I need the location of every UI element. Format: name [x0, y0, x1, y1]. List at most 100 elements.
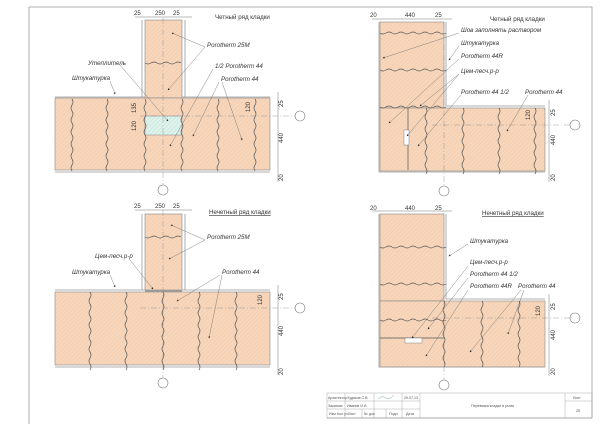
mortar-insert [403, 129, 410, 146]
detail-corner-even-row: Четный ряд кладки 20 440 25 25 440 20 12… [370, 13, 581, 197]
title-block-col: Дата [406, 412, 414, 416]
axis-marker [438, 185, 450, 197]
leader-lines [411, 243, 525, 357]
mortar-insert [404, 337, 423, 344]
axis-marker [157, 377, 169, 389]
dim-text: 120 [536, 305, 542, 316]
block-joint [105, 98, 109, 172]
callout-label: Штукатурка [72, 75, 111, 82]
callout-label: Porotherm 44R [470, 283, 512, 290]
callout-label: Porotherm 25M [207, 234, 250, 241]
dim-text: 25 [279, 100, 285, 107]
title-block-col: Кол.уч. [337, 412, 349, 416]
exterior-wall-block [379, 300, 546, 368]
callout-label: Шов заполнять раствором [461, 27, 542, 34]
axis-marker [294, 302, 306, 314]
title-block-col: № док. [364, 412, 376, 416]
dim-text: 25 [551, 109, 557, 116]
drawing-title: Перевязка кладки в узлах [471, 404, 514, 408]
callout-label: Цем-песч.р-р [95, 253, 133, 260]
block-joint [379, 318, 447, 322]
block-joints [70, 98, 257, 172]
block-joint [461, 107, 465, 175]
plaster-line [378, 214, 545, 368]
dim-text: 440 [279, 325, 285, 336]
block-joint [379, 31, 447, 35]
callout-label: Porotherm 44 1/2 [461, 89, 509, 96]
block-joint [161, 291, 165, 371]
dim-text: 120 [258, 294, 264, 305]
detail-t-junction-odd-row: Нечетный ряд кладки 25 250 25 25 440 20 … [54, 204, 306, 389]
plaster-line [378, 22, 545, 173]
dim-text: 440 [551, 329, 557, 340]
title-block-role: Архитектор [328, 396, 347, 400]
block-joints [442, 300, 521, 368]
plaster-line [55, 214, 270, 368]
callout-label: Porotherm 44 [221, 76, 259, 83]
callout-label: Porotherm 44R [461, 53, 503, 60]
dim-text: 20 [279, 368, 285, 375]
title-block-date: 29.07.13 [404, 396, 418, 400]
callout-label: 1/2 Porotherm 44 [215, 63, 263, 70]
dim-text: 20 [279, 174, 285, 181]
dim-text: 25 [134, 11, 141, 17]
dim-text: 120 [526, 109, 532, 120]
dim-text: 135 [132, 102, 138, 113]
leader-lines [382, 32, 529, 147]
corner-wall-block [379, 213, 445, 302]
partition-wall-block [144, 213, 183, 291]
axis-marker [157, 184, 169, 196]
block-joint [442, 300, 446, 368]
block-joint [124, 291, 128, 371]
title-block-name: Худяков С.В. [347, 396, 369, 400]
dim-text: 120 [246, 101, 252, 112]
dim-text: 25 [173, 11, 180, 17]
dim-text: 440 [405, 13, 416, 19]
block-joint [197, 291, 201, 371]
title-block-col: Лист [348, 412, 356, 416]
sheet-number: 25 [576, 409, 580, 413]
callout-label: Цем-песч.р-р [470, 259, 508, 266]
block-joint [379, 245, 447, 249]
dim-text: 25 [134, 204, 141, 210]
detail-t-junction-even-row: Четный ряд кладки 25 250 25 25 440 20 12… [54, 11, 306, 196]
detail-corner-odd-row: Нечетный ряд кладки 20 440 25 25 440 20 … [370, 206, 581, 391]
dim-text: 440 [279, 132, 285, 143]
detail-title: Нечетный ряд кладки [482, 210, 544, 217]
dim-text: 20 [370, 13, 377, 19]
dim-text: 250 [155, 11, 166, 17]
block-joint [379, 282, 447, 286]
dim-text: 120 [132, 120, 138, 131]
block-joint [517, 300, 521, 368]
dim-text: 25 [435, 13, 442, 19]
block-joint [379, 68, 447, 72]
title-block-col: Изм. [329, 412, 337, 416]
dim-text: 440 [405, 206, 416, 212]
block-joints [379, 31, 447, 109]
axis-marker [294, 110, 306, 122]
detail-title: Четный ряд кладки [215, 14, 270, 21]
insulation-fill [144, 115, 183, 136]
block-joints [88, 291, 238, 371]
block-joint [424, 107, 428, 175]
callout-label: Утеплитель [87, 60, 126, 67]
dim-text: 25 [279, 293, 285, 300]
block-joint [88, 291, 92, 371]
callout-label: Porotherm 44 1/2 [470, 271, 518, 278]
dim-text: 20 [370, 206, 377, 212]
callout-label: Porotherm 44 [518, 283, 556, 290]
axis-marker [569, 312, 581, 324]
block-joint [379, 105, 447, 109]
leader-lines [109, 32, 243, 147]
dim-text: 20 [551, 174, 557, 181]
title-block-role: Заказчик [328, 404, 343, 408]
callout-label: Штукатурка [461, 40, 500, 47]
block-joint [253, 98, 257, 172]
callout-label: Штукатурка [72, 269, 111, 276]
block-joint [497, 107, 501, 175]
dim-text: 25 [435, 206, 442, 212]
leader-lines [109, 224, 223, 339]
title-block-name: Иванов И.И. [347, 404, 368, 408]
